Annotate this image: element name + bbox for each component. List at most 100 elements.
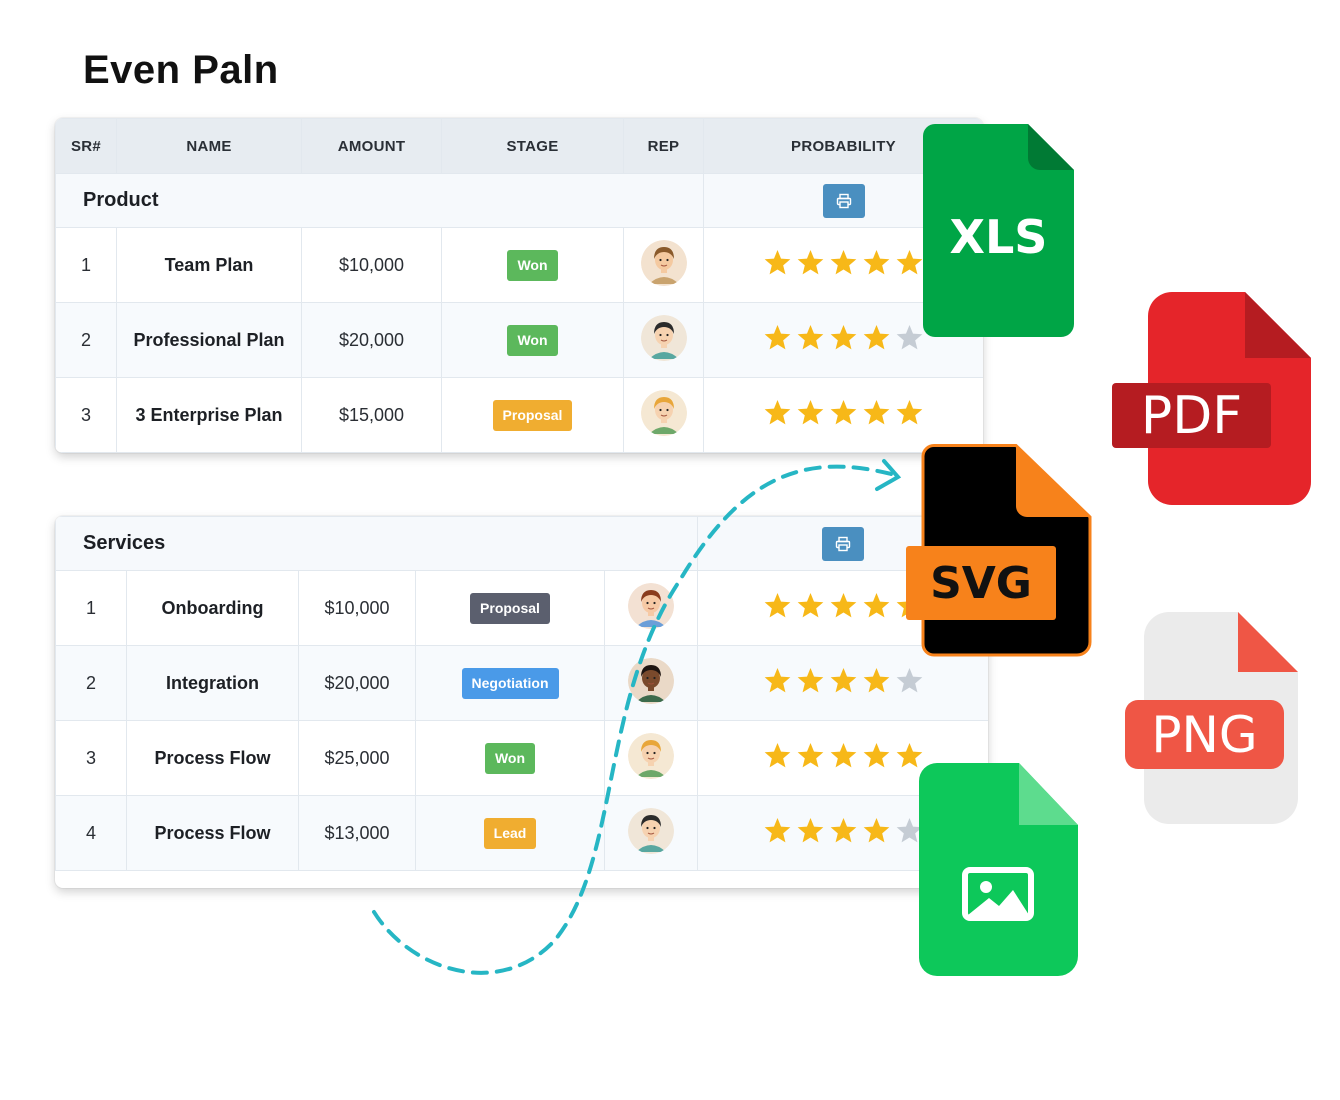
star-empty-icon[interactable] (896, 324, 923, 351)
cell-stage: Lead (415, 795, 605, 871)
page-title: Even Paln (83, 48, 279, 92)
star-filled-icon[interactable] (797, 399, 824, 426)
png-file-icon[interactable]: PNG (1125, 612, 1299, 825)
rating-stars[interactable] (764, 817, 923, 844)
png-label: PNG (1151, 705, 1258, 764)
star-filled-icon[interactable] (764, 324, 791, 351)
cell-stage: Proposal (415, 570, 605, 646)
print-button[interactable] (822, 183, 865, 218)
star-filled-icon[interactable] (830, 592, 857, 619)
rating-stars[interactable] (764, 324, 923, 351)
star-filled-icon[interactable] (764, 399, 791, 426)
cell-amount: $20,000 (301, 302, 442, 378)
cell-probability (703, 377, 983, 453)
star-empty-icon[interactable] (896, 817, 923, 844)
star-filled-icon[interactable] (830, 742, 857, 769)
cell-sr: 2 (55, 302, 117, 378)
star-filled-icon[interactable] (797, 667, 824, 694)
cell-name: Process Flow (126, 720, 299, 796)
cell-stage: Negotiation (415, 645, 605, 721)
column-header-sr[interactable]: SR# (55, 118, 117, 174)
cell-rep (623, 377, 704, 453)
star-filled-icon[interactable] (896, 249, 923, 276)
star-filled-icon[interactable] (764, 249, 791, 276)
star-filled-icon[interactable] (863, 817, 890, 844)
cell-amount: $20,000 (298, 645, 416, 721)
cell-stage: Won (441, 227, 624, 303)
stage-badge: Lead (483, 817, 537, 849)
avatar (628, 657, 675, 704)
star-filled-icon[interactable] (797, 249, 824, 276)
cell-rep (623, 227, 704, 303)
product-table: SR# NAME AMOUNT STAGE REP PROBABILITY Pr… (55, 118, 983, 453)
column-header-rep[interactable]: REP (623, 118, 704, 174)
rating-stars[interactable] (764, 742, 923, 769)
avatar (628, 807, 675, 854)
svg-file-icon[interactable]: SVG (906, 444, 1092, 657)
star-filled-icon[interactable] (764, 592, 791, 619)
star-filled-icon[interactable] (830, 249, 857, 276)
xls-file-icon[interactable]: XLS (923, 124, 1074, 337)
pdf-label: PDF (1140, 385, 1243, 446)
cell-name: Process Flow (126, 795, 299, 871)
cell-stage: Proposal (441, 377, 624, 453)
star-filled-icon[interactable] (863, 249, 890, 276)
rating-stars[interactable] (764, 249, 923, 276)
image-file-icon[interactable] (919, 763, 1079, 976)
star-filled-icon[interactable] (896, 742, 923, 769)
stage-badge: Proposal (470, 592, 550, 624)
star-filled-icon[interactable] (830, 667, 857, 694)
cell-name: Onboarding (126, 570, 299, 646)
stage-badge: Won (507, 249, 558, 281)
cell-probability (697, 645, 988, 721)
star-empty-icon[interactable] (896, 667, 923, 694)
cell-sr: 1 (55, 570, 127, 646)
cell-rep (603, 570, 699, 646)
avatar (628, 732, 675, 779)
star-filled-icon[interactable] (764, 817, 791, 844)
star-filled-icon[interactable] (863, 324, 890, 351)
star-filled-icon[interactable] (863, 667, 890, 694)
stage-badge: Proposal (492, 399, 573, 431)
star-filled-icon[interactable] (797, 324, 824, 351)
section-label-product: Product (55, 173, 704, 228)
star-filled-icon[interactable] (830, 817, 857, 844)
printer-icon (836, 193, 851, 208)
star-filled-icon[interactable] (830, 399, 857, 426)
pdf-file-icon[interactable]: PDF (1112, 292, 1312, 505)
star-filled-icon[interactable] (764, 667, 791, 694)
cell-sr: 4 (55, 795, 127, 871)
rating-stars[interactable] (764, 399, 923, 426)
column-header-name[interactable]: NAME (116, 118, 302, 174)
star-filled-icon[interactable] (797, 742, 824, 769)
avatar (640, 314, 687, 361)
product-table-card: SR# NAME AMOUNT STAGE REP PROBABILITY Pr… (55, 118, 983, 453)
cell-amount: $10,000 (298, 570, 416, 646)
star-filled-icon[interactable] (797, 817, 824, 844)
print-button[interactable] (822, 526, 865, 561)
svg-label: SVG (930, 557, 1032, 609)
rating-stars[interactable] (764, 667, 923, 694)
star-filled-icon[interactable] (896, 399, 923, 426)
printer-icon (835, 536, 851, 551)
avatar (628, 582, 675, 629)
column-header-stage[interactable]: STAGE (441, 118, 624, 174)
cell-rep (603, 645, 699, 721)
star-filled-icon[interactable] (863, 742, 890, 769)
avatar (640, 239, 687, 286)
cell-amount: $15,000 (301, 377, 442, 453)
stage-badge: Won (484, 742, 536, 774)
star-filled-icon[interactable] (863, 399, 890, 426)
star-filled-icon[interactable] (830, 324, 857, 351)
star-filled-icon[interactable] (764, 742, 791, 769)
column-header-amount[interactable]: AMOUNT (301, 118, 442, 174)
cell-sr: 3 (55, 377, 117, 453)
star-filled-icon[interactable] (797, 592, 824, 619)
star-filled-icon[interactable] (863, 592, 890, 619)
